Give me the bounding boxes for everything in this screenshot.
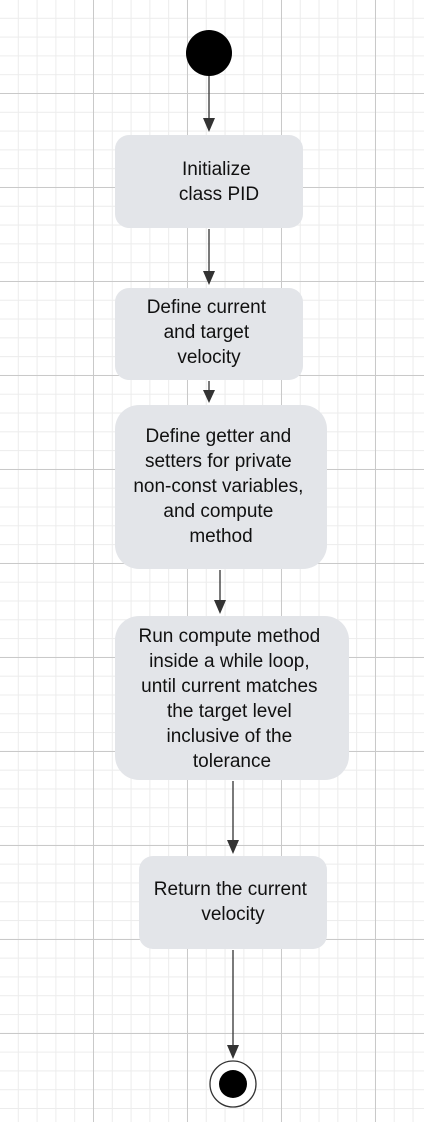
action-initialize-class-pid: Initialize class PID <box>115 135 303 228</box>
edge-initialize-to-define-velocity <box>203 229 215 285</box>
svg-text:Define getter and setter: Define getter and setters for private no… <box>133 426 308 547</box>
action-return-current-velocity: Return the current velocity <box>139 856 327 949</box>
node-text-line: inclusive of the <box>167 726 293 747</box>
node-text-line: tolerance <box>193 751 271 772</box>
svg-text:Return the current veloc: Return the current velocity <box>154 879 312 925</box>
node-text-line: inside a while loop, <box>149 651 310 672</box>
node-text-line: Return the current <box>154 879 308 900</box>
node-text-line: and compute <box>163 501 273 522</box>
node-text-line: and target <box>164 322 250 343</box>
node-text-line: velocity <box>177 347 241 368</box>
svg-text:Define current and targe: Define current and target velocity <box>147 297 272 368</box>
node-text-line: setters for private <box>145 451 292 472</box>
edge-return-velocity-to-end <box>227 950 239 1059</box>
svg-text:Run compute method insid: Run compute method inside a while loop, … <box>139 626 326 772</box>
node-text-line: Initialize <box>182 159 251 180</box>
node-text-line: Define getter and <box>145 426 291 447</box>
edge-define-getters-to-run-compute <box>214 570 226 614</box>
node-text-line: the target level <box>167 701 292 722</box>
svg-text:Initialize class PID: Initialize class PID <box>179 159 259 205</box>
edge-define-velocity-to-define-getters <box>203 381 215 403</box>
action-run-compute-method: Run compute method inside a while loop, … <box>115 616 349 780</box>
node-text-line: Define current <box>147 297 267 318</box>
node-text-line: until current matches <box>141 676 317 697</box>
node-text-line: class PID <box>179 184 259 205</box>
node-text-line: Run compute method <box>139 626 321 647</box>
edge-start-to-initialize <box>203 76 215 132</box>
node-text-line: velocity <box>201 904 265 925</box>
action-define-current-and-target-velocity: Define current and target velocity <box>115 288 303 380</box>
node-text-line: method <box>189 526 252 547</box>
edge-run-compute-to-return-velocity <box>227 781 239 854</box>
final-node <box>209 1060 257 1108</box>
node-text-line: non-const variables, <box>133 476 303 497</box>
initial-node <box>186 30 232 76</box>
action-define-getters-and-setters: Define getter and setters for private no… <box>115 405 327 569</box>
